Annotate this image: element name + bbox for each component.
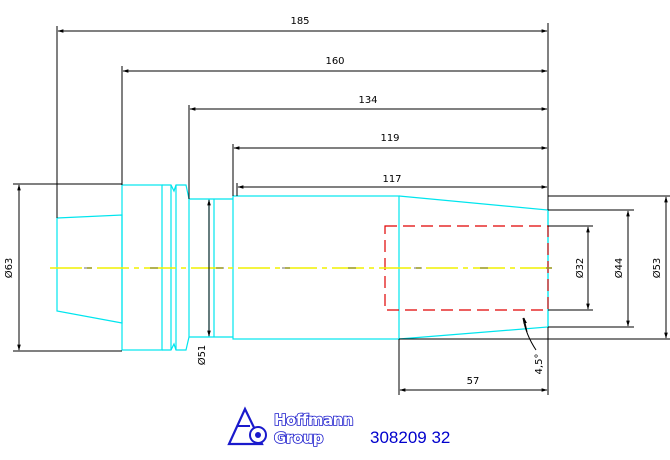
dim-134: 134 [358, 95, 377, 106]
neck [189, 198, 233, 338]
v-groove [162, 184, 190, 351]
dim-160: 160 [325, 56, 344, 67]
dim-119: 119 [380, 133, 399, 144]
angle-4-5: 4,5° [534, 354, 545, 375]
dim-57: 57 [467, 376, 480, 387]
dia-32: Ø32 [574, 258, 586, 279]
dia-51: Ø51 [196, 345, 208, 366]
dimension-labels: 185 160 134 119 117 57 Ø63 Ø51 Ø32 Ø44 Ø… [3, 16, 663, 387]
dim-117: 117 [382, 174, 401, 185]
dim-185: 185 [290, 16, 309, 27]
dia-63: Ø63 [3, 258, 15, 279]
taper-shank [56, 214, 123, 324]
hoffmann-group-logo: Hoffmann Group [227, 406, 354, 448]
logo-line2: Group [274, 429, 324, 447]
logo-line1: Hoffmann [274, 411, 353, 429]
dimension-lines [13, 23, 670, 395]
dia-53: Ø53 [651, 258, 663, 279]
logo-emblem-icon [227, 406, 267, 446]
part-number: 308209 32 [370, 428, 450, 447]
dia-44: Ø44 [613, 258, 625, 279]
